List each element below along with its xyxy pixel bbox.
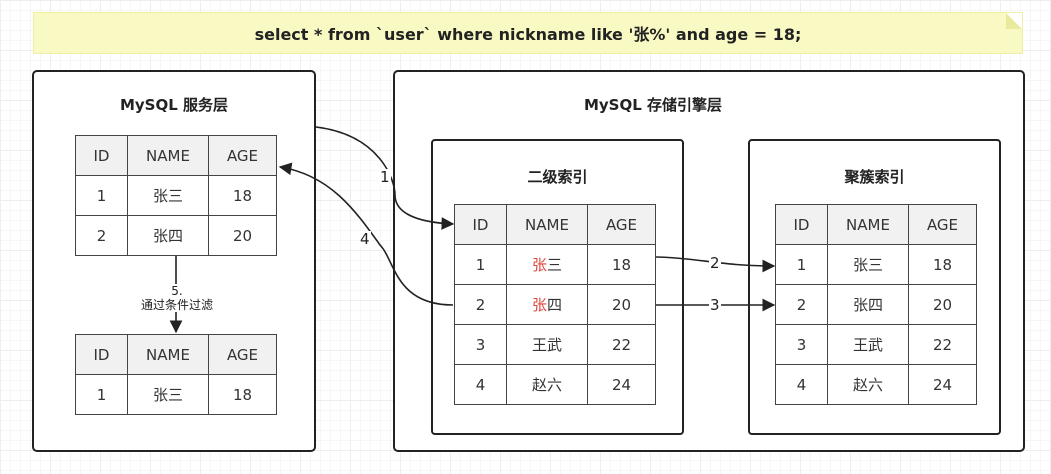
edge-1-arrow: [315, 126, 455, 230]
cell-name: 赵六: [827, 364, 909, 405]
cell-id: 2: [75, 215, 128, 256]
table-header-row: ID NAME AGE: [75, 334, 277, 375]
table-header-row: ID NAME AGE: [75, 135, 277, 176]
column-header-name: NAME: [827, 204, 909, 245]
name-prefix-highlight: 张: [531, 256, 547, 274]
column-header-name: NAME: [127, 334, 209, 375]
note-fold-corner: [1006, 13, 1022, 29]
sql-query-note: select * from `user` where nickname like…: [33, 12, 1023, 54]
secondary-index-table: ID NAME AGE 1 张三 18 2 张四 20 3 王武 22 4 赵六…: [454, 204, 656, 405]
clustered-index-table: ID NAME AGE 1 张三 18 2 张四 20 3 王武 22 4 赵六…: [775, 204, 977, 405]
name-rest: 三: [547, 256, 563, 274]
service-table: ID NAME AGE 1 张三 18 2 张四 20: [75, 135, 277, 256]
name-prefix-highlight: 张: [531, 296, 547, 314]
column-header-name: NAME: [127, 135, 209, 176]
cell-age: 20: [208, 215, 277, 256]
edge-2-label: 2: [709, 254, 721, 272]
column-header-age: AGE: [208, 135, 277, 176]
edge-3-label: 3: [709, 296, 721, 314]
column-header-age: AGE: [908, 204, 977, 245]
table-row: 1 张三 18: [775, 244, 977, 285]
engine-layer-title: MySQL 存储引擎层: [583, 96, 723, 114]
edge-1-label: 1: [379, 168, 391, 186]
edge-4-label: 4: [359, 230, 371, 248]
sql-query-text: select * from `user` where nickname like…: [254, 25, 802, 44]
filter-condition-label: 5. 通过条件过滤: [136, 284, 218, 312]
secondary-index-title: 二级索引: [527, 168, 588, 186]
table-row: 1 张三 18: [75, 175, 277, 216]
cell-name: 张三: [127, 374, 209, 415]
column-header-name: NAME: [506, 204, 588, 245]
table-header-row: ID NAME AGE: [775, 204, 977, 245]
clustered-index-title: 聚簇索引: [844, 168, 905, 186]
cell-name: 张三: [506, 244, 588, 285]
cell-name: 张三: [827, 244, 909, 285]
cell-id: 4: [775, 364, 828, 405]
cell-age: 18: [908, 244, 977, 285]
cell-age: 18: [587, 244, 656, 285]
table-row: 2 张四 20: [75, 215, 277, 256]
column-header-age: AGE: [587, 204, 656, 245]
cell-age: 20: [908, 284, 977, 325]
cell-age: 18: [208, 175, 277, 216]
column-header-id: ID: [454, 204, 507, 245]
cell-age: 18: [208, 374, 277, 415]
cell-id: 2: [775, 284, 828, 325]
filter-step-text: 通过条件过滤: [140, 298, 213, 312]
filtered-result-table: ID NAME AGE 1 张三 18: [75, 334, 277, 415]
cell-id: 4: [454, 364, 507, 405]
table-row: 1 张三 18: [75, 374, 277, 415]
cell-age: 24: [908, 364, 977, 405]
name-rest: 四: [547, 296, 563, 314]
cell-id: 1: [75, 374, 128, 415]
table-row: 4 赵六 24: [775, 364, 977, 405]
cell-id: 1: [775, 244, 828, 285]
filter-step-number: 5.: [171, 284, 183, 298]
column-header-id: ID: [775, 204, 828, 245]
cell-name: 王武: [506, 324, 588, 365]
column-header-age: AGE: [208, 334, 277, 375]
table-header-row: ID NAME AGE: [454, 204, 656, 245]
column-header-id: ID: [75, 334, 128, 375]
name-rest: 王武: [531, 336, 562, 354]
edge-4-arrow: [278, 162, 454, 306]
name-rest: 赵六: [531, 376, 562, 394]
service-layer-title: MySQL 服务层: [119, 96, 229, 114]
table-row: 1 张三 18: [454, 244, 656, 285]
table-row: 4 赵六 24: [454, 364, 656, 405]
table-row: 2 张四 20: [775, 284, 977, 325]
cell-name: 张四: [127, 215, 209, 256]
cell-age: 24: [587, 364, 656, 405]
